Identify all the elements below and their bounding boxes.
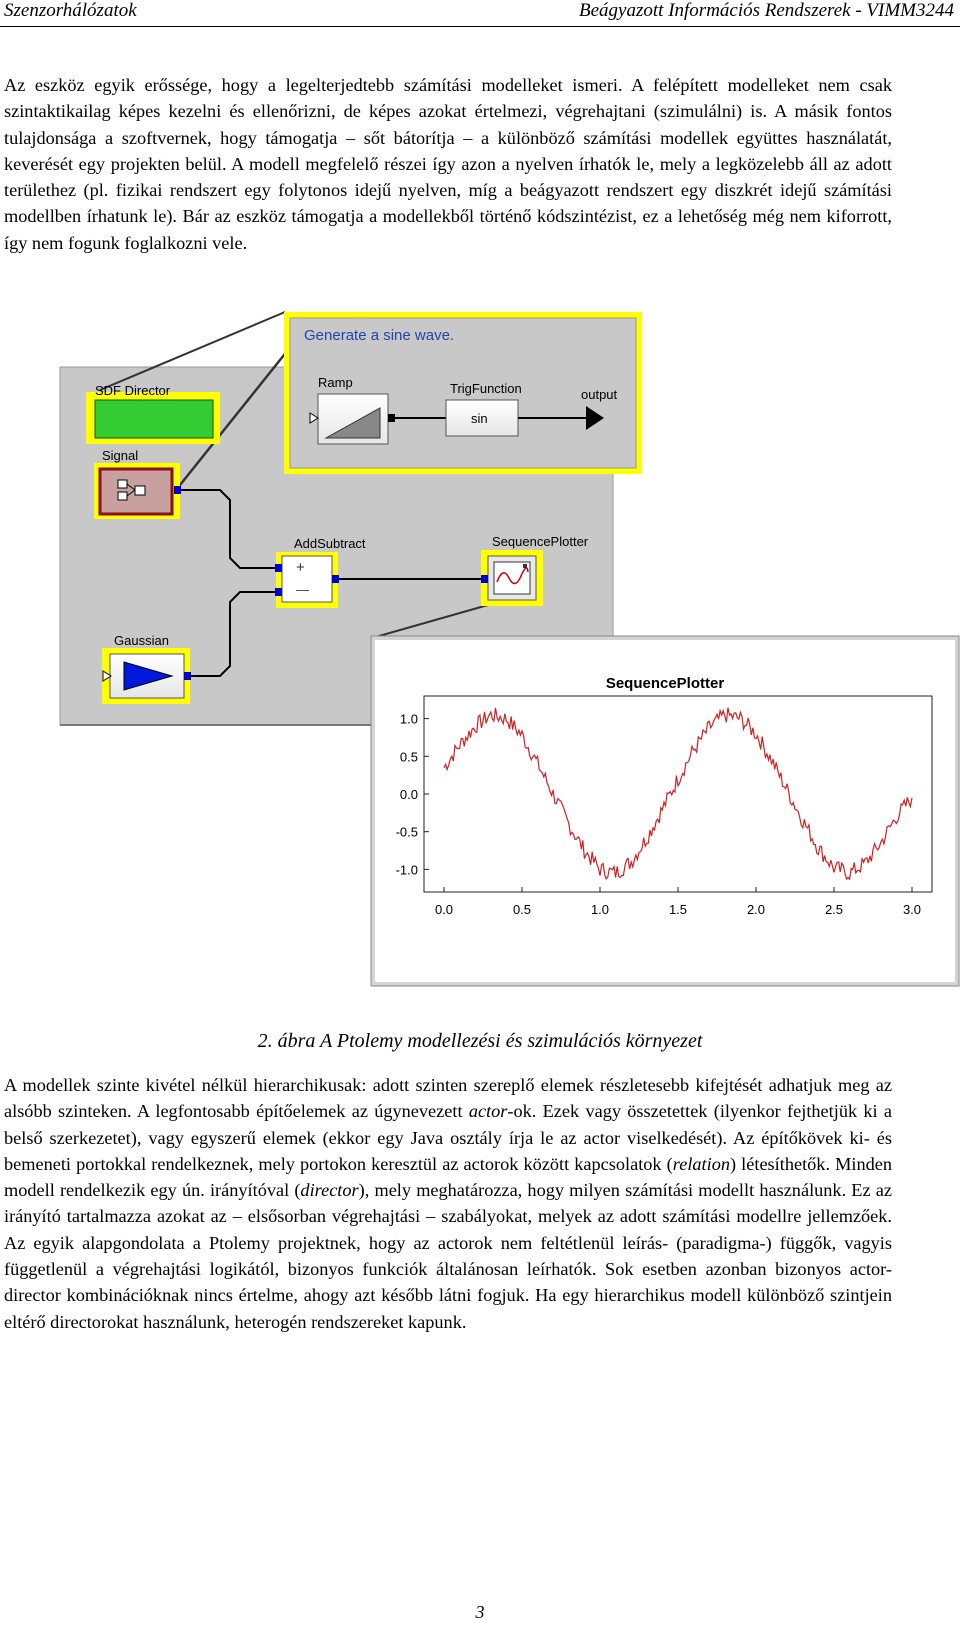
ptolemy-figure: SDF Director Signal AddSubtract + — Sequ…	[0, 300, 960, 1000]
x-tick-labels: 0.0 0.5 1.0 1.5 2.0 2.5 3.0	[435, 887, 921, 917]
director-box[interactable]	[94, 399, 214, 439]
ramp-trigger-port[interactable]	[309, 412, 319, 424]
page-number: 3	[475, 1602, 485, 1622]
addsub-plus-port[interactable]	[275, 564, 282, 572]
trig-inner-text: sin	[471, 411, 488, 426]
paragraph-intro-text: Az eszköz egyik erőssége, hogy a legelte…	[4, 75, 892, 253]
x-tick-label: 1.5	[669, 902, 687, 917]
output-label: output	[581, 387, 618, 402]
zoom-line-a	[99, 311, 286, 391]
addsub-label: AddSubtract	[294, 536, 366, 551]
page-header: Szenzorhálózatok Beágyazott Információs …	[0, 0, 960, 27]
p2-s1: A modellek szinte kivétel nélkül hierarc…	[4, 1075, 892, 1122]
gaussian-output-port[interactable]	[184, 672, 191, 680]
ramp-output-port[interactable]	[388, 414, 395, 422]
signal-output-port[interactable]	[174, 486, 181, 494]
trig-label: TrigFunction	[450, 381, 522, 396]
p2-director: director	[300, 1180, 359, 1201]
x-tick-label: 2.0	[747, 902, 765, 917]
paragraph-main-text: A modellek szinte kivétel nélkül hierarc…	[4, 1072, 892, 1335]
trig-actor[interactable]	[445, 399, 519, 437]
y-tick-label: 1.0	[400, 712, 418, 727]
gaussian-to-minus-wire[interactable]	[191, 591, 275, 677]
sequenceplotter-input-port[interactable]	[481, 575, 488, 583]
composite-icon	[117, 479, 146, 501]
addsub-actor[interactable]	[281, 555, 333, 603]
p2-actor: actor	[468, 1101, 508, 1122]
signal-to-plus-wire[interactable]	[181, 489, 275, 569]
plot-title: SequencePlotter	[606, 675, 725, 692]
addsub-minus-port[interactable]	[275, 588, 282, 596]
y-tick-label: -0.5	[396, 825, 418, 840]
figure-svg: SDF Director Signal AddSubtract + — Sequ…	[59, 311, 960, 987]
series-line	[443, 707, 913, 881]
y-tick-label: 0.0	[400, 787, 418, 802]
sequenceplotter-label: SequencePlotter	[492, 534, 589, 549]
ramp-icon	[324, 407, 381, 439]
plus-sign: +	[296, 559, 305, 576]
paragraph-main: A modellek szinte kivétel nélkül hierarc…	[4, 1072, 892, 1335]
x-tick-label: 0.0	[435, 902, 453, 917]
plot-icon-corner	[523, 564, 527, 568]
minus-sign: —	[296, 582, 309, 597]
output-port-icon[interactable]	[586, 406, 604, 430]
y-tick-label: 0.5	[400, 749, 418, 764]
p2-relation: relation	[672, 1153, 730, 1174]
p2-s4: ), mely meghatározza, hogy milyen számít…	[4, 1180, 892, 1332]
zoom-line-plot	[371, 604, 489, 639]
gaussian-label: Gaussian	[114, 633, 169, 648]
x-tick-label: 1.0	[591, 902, 609, 917]
director-label: SDF Director	[95, 383, 171, 398]
zoom-line-b	[159, 339, 297, 511]
x-tick-label: 3.0	[903, 902, 921, 917]
header-right: Beágyazott Információs Rendszerek - VIMM…	[579, 0, 954, 21]
annotation-text: Generate a sine wave.	[304, 327, 454, 344]
paragraph-intro: Az eszköz egyik erőssége, hogy a legelte…	[4, 72, 892, 256]
signal-label: Signal	[102, 448, 138, 463]
y-tick-labels: 1.0 0.5 0.0 -0.5 -1.0	[396, 712, 429, 877]
gaussian-triangle-icon	[123, 661, 174, 691]
plot-background	[375, 640, 955, 982]
p2-s2: -ok. Ezek vagy összetettek (ilyenkor fej…	[4, 1101, 892, 1174]
addsub-output-port[interactable]	[332, 575, 339, 583]
header-left: Szenzorhálózatok	[4, 0, 137, 21]
x-tick-label: 0.5	[513, 902, 531, 917]
ramp-label: Ramp	[318, 375, 353, 390]
gaussian-trigger-port[interactable]	[102, 670, 112, 682]
figure-caption: 2. ábra A Ptolemy modellezési és szimulá…	[257, 1030, 703, 1052]
x-tick-label: 2.5	[825, 902, 843, 917]
plot-series-group	[443, 707, 913, 881]
p2-s3: ) létesíthetők. Minden modell rendelkezi…	[4, 1153, 892, 1201]
y-tick-label: -1.0	[396, 862, 418, 877]
